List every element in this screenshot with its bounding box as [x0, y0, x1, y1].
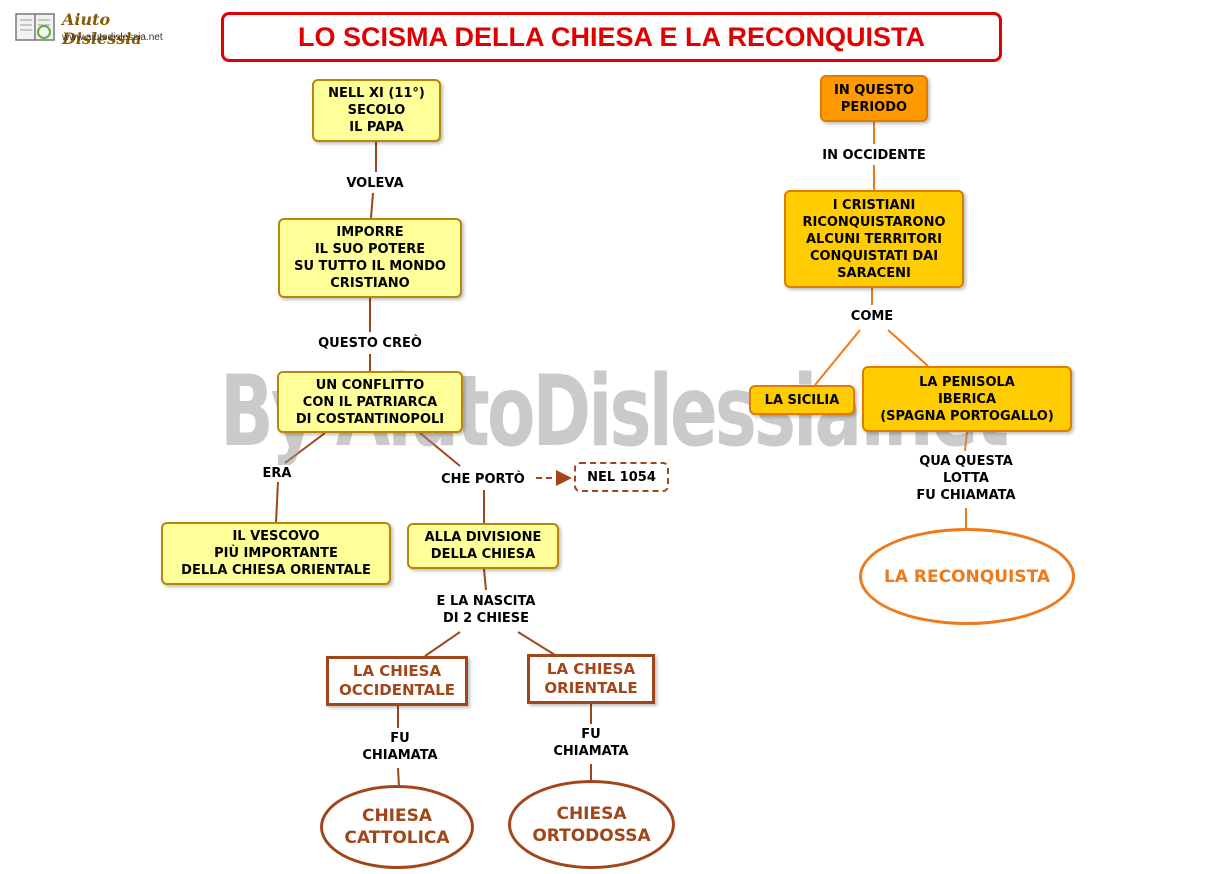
page-title: LO SCISMA DELLA CHIESA E LA RECONQUISTA	[221, 12, 1002, 62]
node-divisione: ALLA DIVISIONE DELLA CHIESA	[407, 523, 559, 569]
link-come-sicilia	[814, 329, 861, 386]
label-fu-chiamata-2: FU CHIAMATA	[541, 726, 641, 760]
node-papa: NELL XI (11°) SECOLO IL PAPA	[312, 79, 441, 142]
label-in-occidente: IN OCCIDENTE	[808, 147, 940, 164]
site-logo[interactable]: Aiuto Dislessia www.aiutodislessia.net	[12, 8, 182, 50]
label-questo-creo: QUESTO CREÒ	[305, 335, 435, 352]
node-chiesa-ortodossa: CHIESA ORTODOSSA	[508, 780, 675, 869]
link-voleva-imporre	[370, 192, 374, 219]
label-nascita: E LA NASCITA DI 2 CHIESE	[418, 593, 554, 627]
label-come: COME	[838, 308, 906, 325]
link-come-penisola	[887, 329, 929, 367]
link-conflitto-porto	[419, 432, 461, 467]
label-qua-questa: QUA QUESTA LOTTA FU CHIAMATA	[900, 453, 1032, 504]
label-era: ERA	[252, 465, 302, 482]
node-conflitto: UN CONFLITTO CON IL PATRIARCA DI COSTANT…	[277, 371, 463, 433]
node-reconquista: LA RECONQUISTA	[859, 528, 1075, 625]
book-icon	[15, 13, 55, 41]
node-vescovo: IL VESCOVO PIÙ IMPORTANTE DELLA CHIESA O…	[161, 522, 391, 585]
node-chiesa-cattolica: CHIESA CATTOLICA	[320, 785, 474, 869]
label-voleva: VOLEVA	[330, 175, 420, 192]
node-chiesa-occidentale: LA CHIESA OCCIDENTALE	[326, 656, 468, 706]
node-penisola: LA PENISOLA IBERICA (SPAGNA PORTOGALLO)	[862, 366, 1072, 432]
node-periodo: IN QUESTO PERIODO	[820, 75, 928, 122]
node-sicilia: LA SICILIA	[749, 385, 855, 415]
logo-url: www.aiutodislessia.net	[62, 32, 163, 43]
label-fu-chiamata-1: FU CHIAMATA	[350, 730, 450, 764]
link-fu-cattolica	[397, 767, 400, 788]
link-nascita-occidentale	[424, 631, 461, 657]
link-era-vescovo	[275, 481, 279, 523]
link-divisione-nascita	[483, 568, 487, 591]
link-conflitto-era	[284, 432, 326, 464]
node-1054: NEL 1054	[574, 462, 669, 492]
logo-name: Aiuto Dislessia	[62, 10, 142, 48]
label-che-porto: CHE PORTÒ	[430, 471, 536, 488]
link-penisola-qua	[964, 431, 968, 452]
node-cristiani: I CRISTIANI RICONQUISTARONO ALCUNI TERRI…	[784, 190, 964, 288]
node-imporre: IMPORRE IL SUO POTERE SU TUTTO IL MONDO …	[278, 218, 462, 298]
node-chiesa-orientale: LA CHIESA ORIENTALE	[527, 654, 655, 704]
link-nascita-orientale	[517, 631, 556, 656]
